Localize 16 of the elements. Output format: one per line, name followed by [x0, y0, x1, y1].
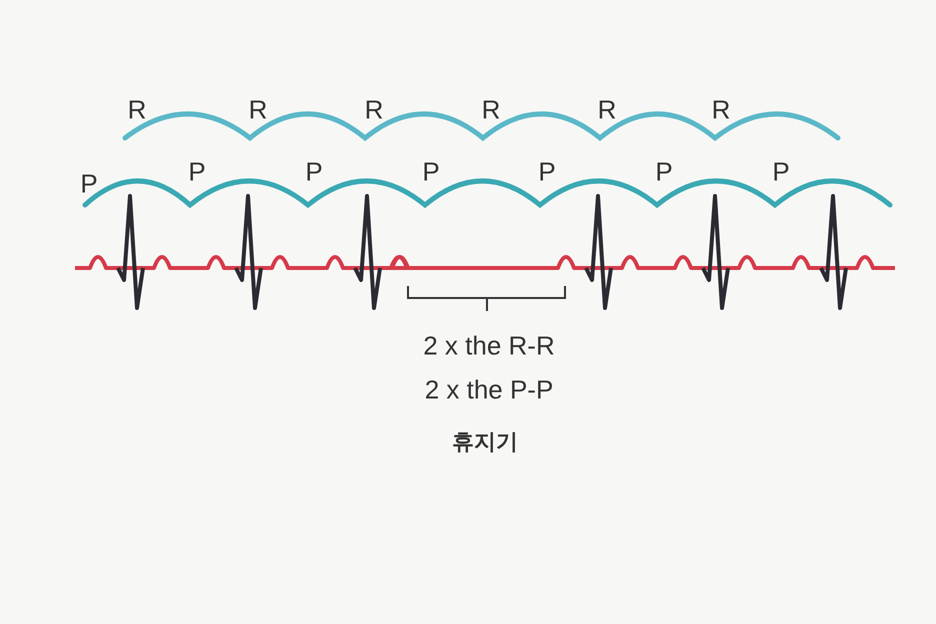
p-wave-label: P: [422, 156, 440, 188]
p-wave-label: P: [772, 156, 790, 188]
pause-label: 휴지기: [452, 428, 518, 456]
interval-note: 2 x the P-P: [424, 374, 554, 406]
r-wave-label: R: [482, 94, 500, 126]
p-wave-label: P: [188, 156, 206, 188]
p-wave-label: P: [305, 156, 323, 188]
r-wave-label: R: [364, 94, 384, 126]
r-wave-label: R: [712, 94, 730, 126]
p-wave-label: P: [538, 156, 556, 188]
r-wave-label: R: [128, 94, 146, 126]
p-wave-label: P: [655, 156, 673, 188]
r-wave-label: R: [598, 94, 616, 126]
interval-note: 2 x the R-R: [423, 330, 555, 362]
p-wave-label: P: [80, 168, 98, 200]
r-wave-label: R: [248, 94, 268, 126]
